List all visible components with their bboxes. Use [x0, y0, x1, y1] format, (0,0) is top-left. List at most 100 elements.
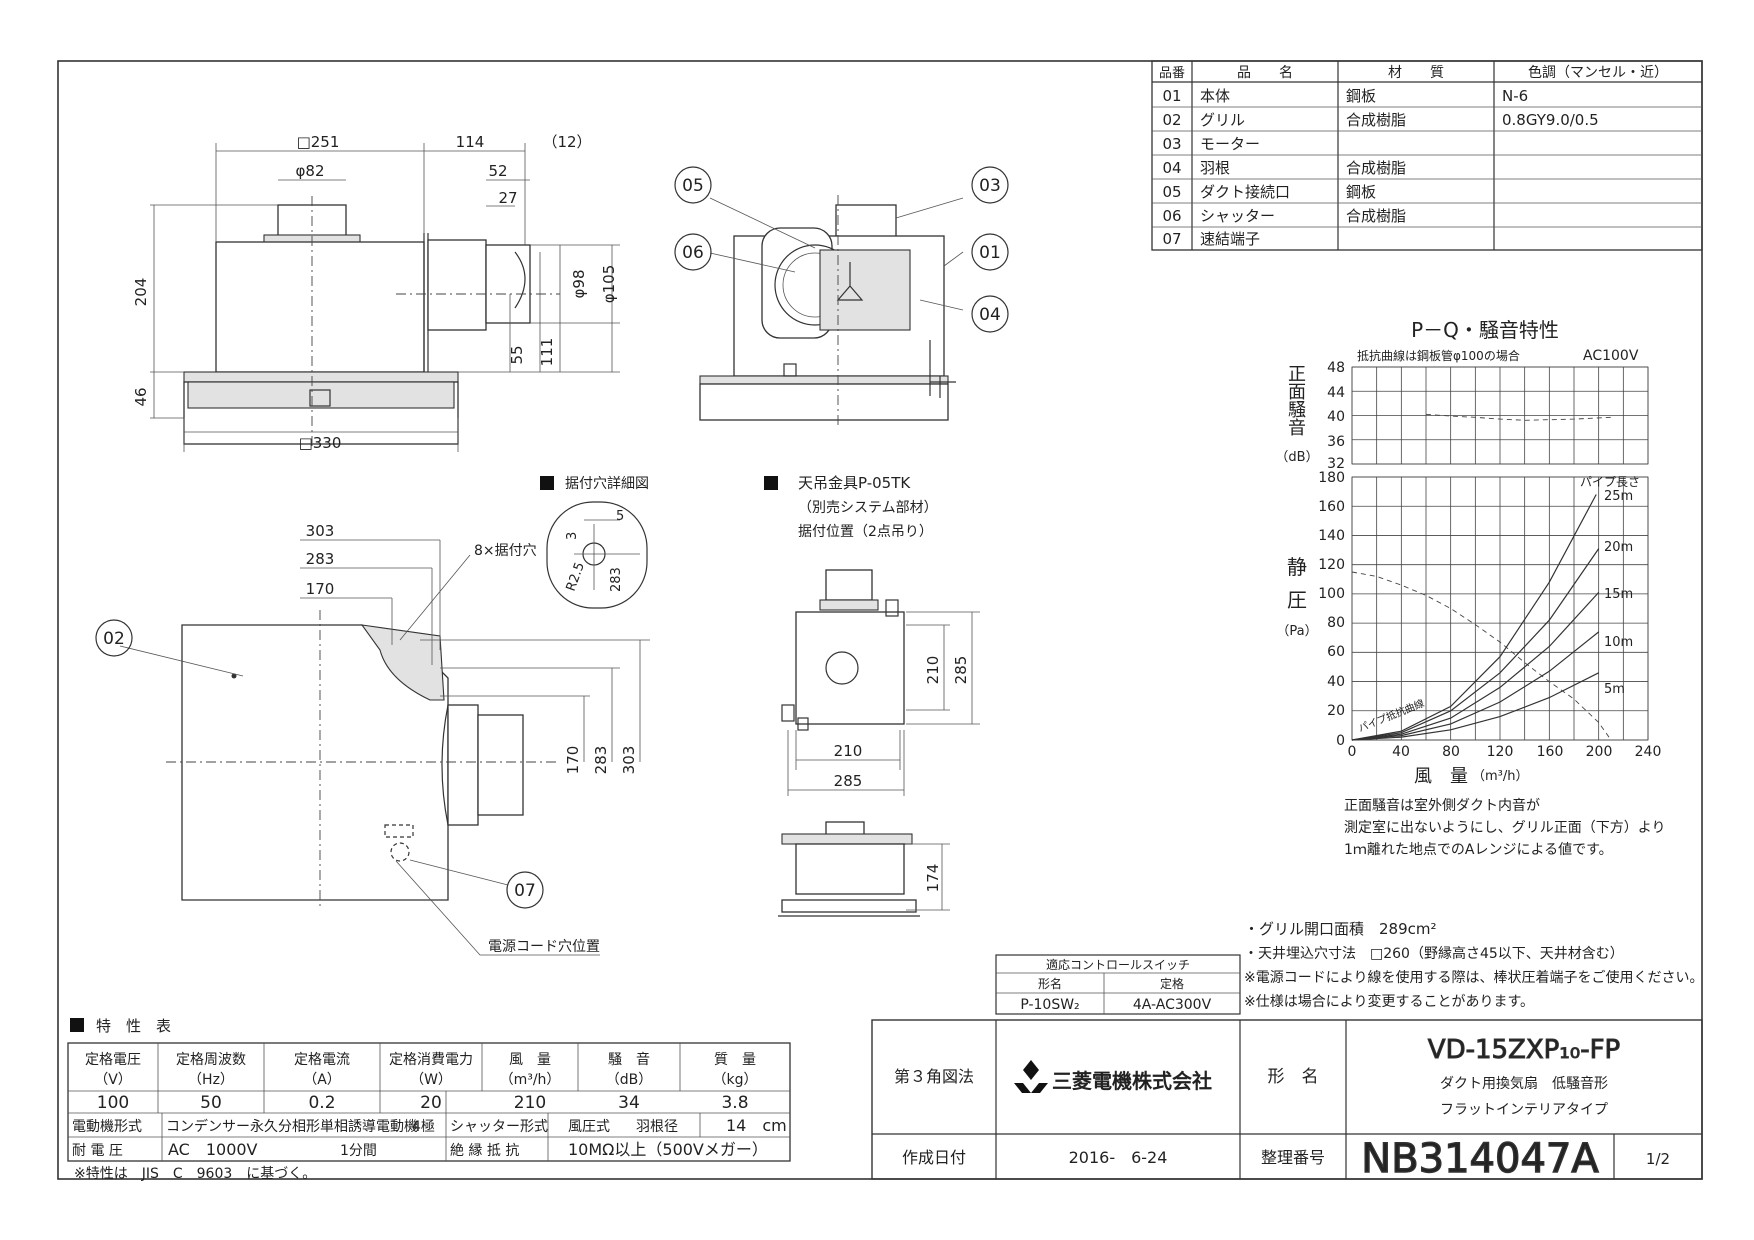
section-view: 05 06 03 01 04	[674, 166, 1009, 428]
dim-label: 204	[132, 278, 150, 307]
pressure-tick: 140	[1318, 528, 1345, 544]
part-material: 合成樹脂	[1346, 111, 1406, 129]
resistance-curve-10m	[1351, 631, 1600, 741]
x-tick: 240	[1635, 744, 1662, 760]
spec-header: 質 量	[714, 1052, 756, 1068]
created-date: 2016- 6-24	[1069, 1148, 1168, 1167]
part-name: 本体	[1200, 87, 1230, 105]
spec-value: 100	[97, 1093, 129, 1113]
pressure-tick: 120	[1318, 557, 1345, 573]
cord-hole-label: 電源コード穴位置	[488, 939, 600, 955]
dim-label: 52	[488, 162, 507, 180]
part-no: 04	[1162, 159, 1181, 177]
pressure-axis-char: 静	[1287, 555, 1307, 579]
callout-07: 07	[514, 881, 536, 901]
pq-curve	[1351, 571, 1612, 741]
part-material: 鋼板	[1346, 183, 1376, 201]
company-logo	[1014, 1060, 1048, 1093]
noise-axis-char: 騒	[1288, 400, 1306, 421]
dim-label: 210	[924, 656, 942, 685]
pressure-tick: 60	[1327, 644, 1345, 660]
switch-table: 適応コントロールスイッチ 形名 定格 P-10SW₂ 4A-AC300V	[995, 954, 1241, 1015]
dim-label: 170	[306, 580, 335, 598]
dim-label: 283	[609, 567, 624, 592]
chart-note-line: 正面騒音は室外側ダクト内音が	[1344, 797, 1540, 814]
x-tick: 80	[1442, 744, 1460, 760]
spec-header-unit: （W）	[410, 1072, 452, 1088]
dim-label: 170	[564, 746, 582, 775]
chart-title: P－Q・騒音特性	[1411, 318, 1559, 342]
dim-label: 46	[132, 387, 150, 406]
pq-chart: P－Q・騒音特性 抵抗曲線は鋼板管φ100の場合 AC100V 正 面 騒 音 …	[1275, 318, 1665, 858]
spec-header: 定格電流	[294, 1052, 350, 1068]
part-no: 06	[1162, 207, 1181, 225]
switch-model: P-10SW₂	[1020, 997, 1079, 1013]
page-number: 1/2	[1646, 1150, 1670, 1168]
spec-value: 3.8	[721, 1093, 748, 1113]
note-line: ※仕様は場合により変更することがあります。	[1244, 993, 1534, 1010]
noise-tick: 40	[1327, 409, 1345, 425]
dim-label: φ98	[570, 270, 588, 299]
switch-head-model: 形名	[1038, 976, 1062, 991]
callout-01: 01	[979, 243, 1001, 263]
number-label: 整理番号	[1261, 1148, 1325, 1167]
pressure-tick: 40	[1327, 674, 1345, 690]
dim-label: 3	[565, 532, 580, 540]
blade-label: 羽根径	[636, 1119, 678, 1135]
spec-header-unit: （Hz）	[188, 1072, 234, 1088]
pipe-label: 5m	[1604, 682, 1625, 697]
spec-header-unit: （A）	[303, 1072, 341, 1088]
dim-label: φ105	[600, 265, 618, 304]
spec-value: 34	[618, 1093, 640, 1113]
spec-header: 風 量	[509, 1052, 551, 1068]
pipe-length-header: パイプ長さ	[1580, 475, 1640, 489]
noise-tick: 48	[1327, 360, 1345, 376]
parts-header-name: 品 名	[1237, 65, 1293, 81]
part-no: 05	[1162, 183, 1181, 201]
dim-label: □330	[299, 434, 342, 452]
chart-marks	[1351, 413, 1612, 741]
voltage-value: AC 1000V	[168, 1140, 258, 1159]
note-line: ・天井埋込穴寸法 □260（野縁高さ45以下、天井材含む）	[1244, 945, 1624, 962]
date-label: 作成日付	[902, 1148, 966, 1167]
part-no: 03	[1162, 135, 1181, 153]
shutter-label: シャッター形式	[450, 1119, 548, 1135]
pressure-axis-unit: （Pa）	[1276, 624, 1317, 639]
spec-table: 特 性 表 定格電圧 （V） 定格周波数 （Hz） 定格電流 （A） 定格消費電…	[67, 1017, 791, 1182]
callout-06: 06	[682, 243, 704, 263]
projection-method: 第３角図法	[894, 1067, 974, 1086]
spec-value: 0.2	[308, 1093, 335, 1113]
noise-axis-unit: （dB）	[1275, 450, 1318, 465]
spec-header-unit: （V）	[94, 1072, 132, 1088]
dim-label: φ82	[296, 162, 325, 180]
company-name: 三菱電機株式会社	[1052, 1069, 1212, 1093]
noise-axis-char: 正	[1288, 364, 1306, 385]
spec-header: 定格消費電力	[389, 1052, 473, 1068]
dim-label: （12）	[542, 133, 591, 151]
x-tick: 160	[1537, 744, 1564, 760]
dim-label: □251	[297, 133, 340, 151]
dim-label: 283	[306, 550, 335, 568]
part-color: 0.8GY9.0/0.5	[1502, 111, 1599, 129]
pressure-tick: 160	[1318, 499, 1345, 515]
voltage-time: 1分間	[340, 1143, 377, 1159]
dim-label: 303	[620, 746, 638, 775]
motor-label: 電動機形式	[72, 1119, 142, 1135]
hanger-position: 据付位置（2点吊り）	[798, 524, 933, 540]
callout-04: 04	[979, 305, 1001, 325]
resistance-curve-5m	[1351, 672, 1599, 741]
part-no: 02	[1162, 111, 1181, 129]
spec-value: 50	[200, 1093, 222, 1113]
model-desc2: フラットインテリアタイプ	[1440, 1102, 1608, 1118]
hanger-view: 天吊金具P-05TK （別売システム部材） 据付位置（2点吊り） 210 285…	[764, 474, 980, 917]
callout-03: 03	[979, 176, 1001, 196]
insulation-label: 絶 縁 抵 抗	[450, 1143, 519, 1159]
voltage-label: 耐 電 圧	[72, 1143, 123, 1159]
x-tick: 120	[1487, 744, 1514, 760]
hole-label: 8×据付穴	[474, 543, 537, 559]
chart-note-line: 測定室に出ないようにし、グリル正面（下方）より	[1344, 819, 1665, 836]
spec-header-unit: （kg）	[713, 1072, 758, 1088]
callout-05: 05	[682, 176, 704, 196]
x-axis-label: 風 量	[1414, 766, 1468, 787]
pipe-label: 25m	[1604, 489, 1633, 504]
